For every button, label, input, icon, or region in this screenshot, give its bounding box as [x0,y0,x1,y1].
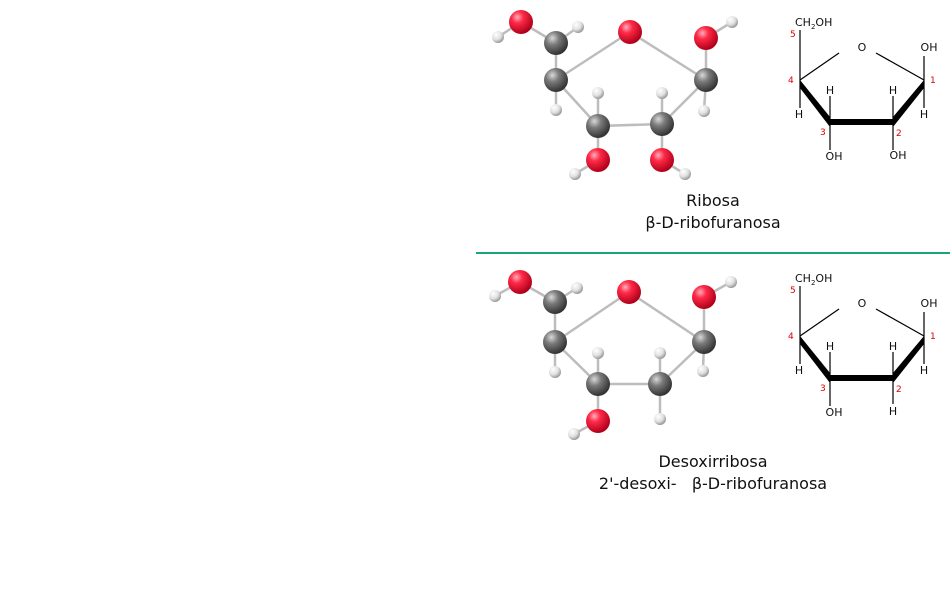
c2-h-label: H [889,84,897,97]
c2-oh-label: OH [890,149,907,162]
oxygen-atom [617,280,641,304]
ribose-name: Ribosa [686,191,740,210]
hydrogen-atom [572,21,584,33]
carbon-atom [586,114,610,138]
hydrogen-atom [592,347,604,359]
deoxyribose-haworth-formula: CH2OH O OH H H H H OH H 1 2 3 4 5 [788,272,938,419]
deoxyribose-panel: CH2OH O OH H H H H OH H 1 2 3 4 5 Desoxi… [476,256,950,506]
oxygen-atom [509,10,533,34]
c3-h-label: H [826,84,834,97]
carbon-atom [648,372,672,396]
hydrogen-atom [654,347,666,359]
carbon-number-1: 1 [930,332,936,342]
carbon-atom [544,31,568,55]
hydrogen-atom [656,87,668,99]
oxygen-atom [692,285,716,309]
carbon-number-5: 5 [790,30,796,40]
hydrogen-atom [549,366,561,378]
c2-h-label: H [889,340,897,353]
ring-oxygen-label: O [858,41,867,54]
ribose-panel: CH2OH O OH H H OH H OH H 1 2 3 4 5 Ribos… [476,0,950,250]
ribose-haworth-formula: CH2OH O OH H H OH H OH H 1 2 3 4 5 [788,16,938,163]
carbon-number-2: 2 [896,385,902,395]
hydrogen-atom [697,365,709,377]
oxygen-atom [586,148,610,172]
ribose-systematic-name: β-D-ribofuranosa [645,213,781,232]
hydrogen-atom [592,87,604,99]
ring-oxygen-label: O [858,297,867,310]
deoxyribose-name: Desoxirribosa [658,452,768,471]
oxygen-atom [694,26,718,50]
oxygen-atom [586,409,610,433]
c1-oh-label: OH [921,297,938,310]
carbon-number-2: 2 [896,129,902,139]
hydrogen-atom [679,168,691,180]
ribose-ball-and-stick-model [492,10,738,180]
c1-h-label: H [920,108,928,121]
hydrogen-atom [698,105,710,117]
carbon-number-3: 3 [820,128,826,138]
c3-h-label: H [826,340,834,353]
section-divider [476,252,950,254]
ch2oh-label: CH2OH [795,272,832,287]
c4-h-label: H [795,364,803,377]
c1-h-label: H [920,364,928,377]
carbon-atom [694,68,718,92]
ch2oh-label: CH2OH [795,16,832,31]
hydrogen-atom [568,428,580,440]
c1-oh-label: OH [921,41,938,54]
hydrogen-atom [725,276,737,288]
carbon-number-4: 4 [788,332,794,342]
oxygen-atom [508,270,532,294]
carbon-atom [543,330,567,354]
carbon-number-5: 5 [790,286,796,296]
c3-oh-label: OH [826,150,843,163]
c4-h-label: H [795,108,803,121]
hydrogen-atom [489,290,501,302]
carbon-number-1: 1 [930,76,936,86]
c3-oh-label: OH [826,406,843,419]
carbon-number-3: 3 [820,384,826,394]
c2-h-lower-label: H [889,405,897,418]
oxygen-atom [650,148,674,172]
hydrogen-atom [550,104,562,116]
deoxyribose-systematic-name: 2'-desoxi- β-D-ribofuranosa [598,474,828,493]
hydrogen-atom [726,16,738,28]
carbon-atom [544,68,568,92]
carbon-atom [692,330,716,354]
carbon-atom [650,112,674,136]
hydrogen-atom [569,168,581,180]
carbon-atom [543,290,567,314]
hydrogen-atom [571,282,583,294]
oxygen-atom [618,20,642,44]
hydrogen-atom [492,31,504,43]
carbon-atom [586,372,610,396]
carbon-number-4: 4 [788,76,794,86]
hydrogen-atom [654,413,666,425]
deoxyribose-ball-and-stick-model [489,270,737,440]
